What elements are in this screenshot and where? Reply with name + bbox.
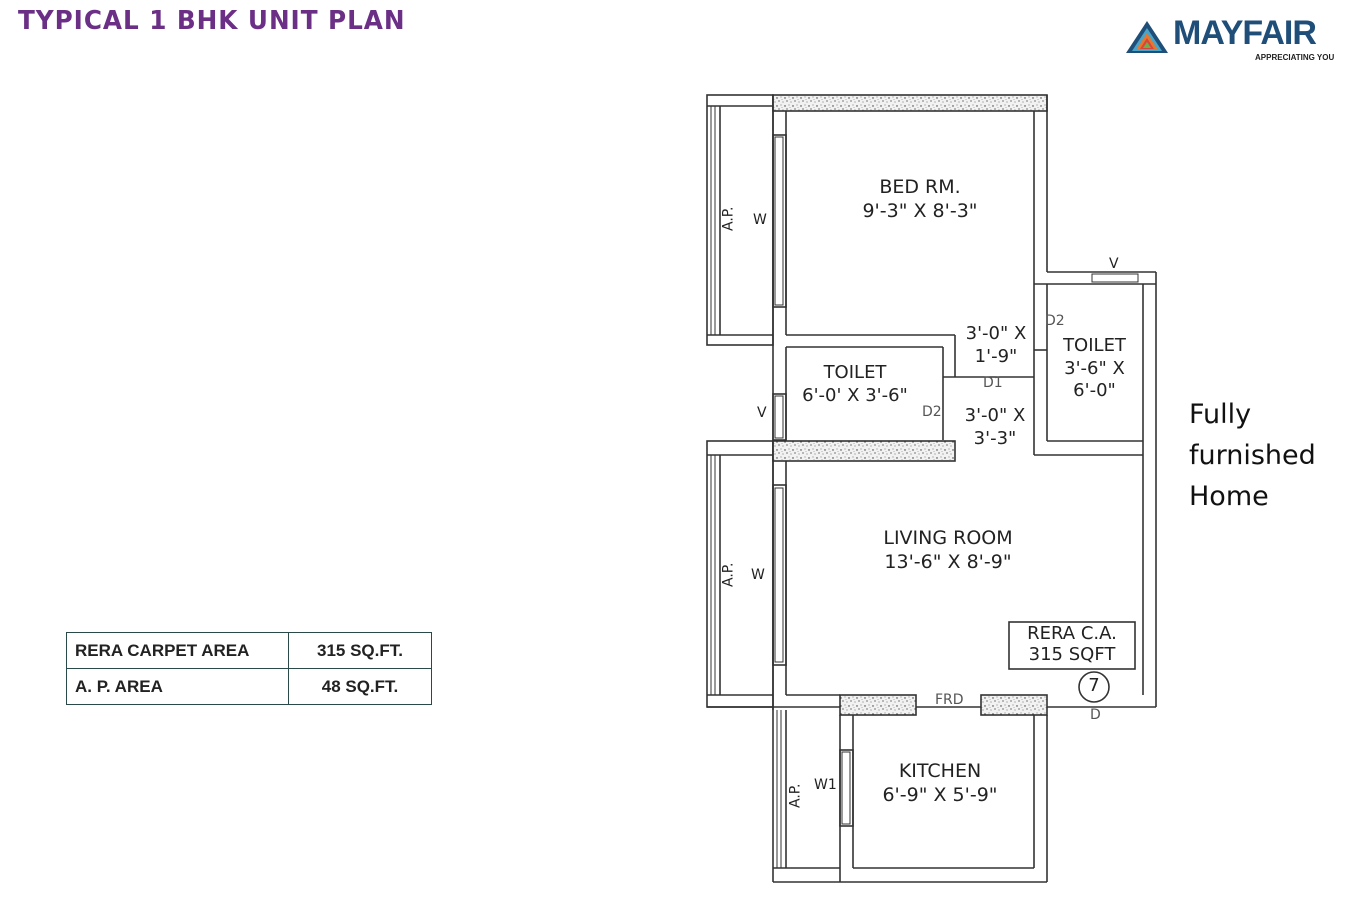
note-line3: Home	[1189, 481, 1269, 512]
living-room-size: 13'-6" X 8'-9"	[884, 550, 1012, 573]
kitchen-size: 6'-9" X 5'-9"	[882, 783, 998, 806]
table-row: RERA CARPET AREA 315 SQ.FT.	[66, 632, 432, 669]
kitchen-name: KITCHEN	[898, 760, 982, 782]
toilet-right-label: TOILET 3'-6" X 6'-0"	[1052, 335, 1137, 403]
toilet-left-name: TOILET	[823, 362, 887, 383]
passage-top-size1: 3'-0" X	[965, 323, 1027, 344]
triangle-logo-icon	[1126, 21, 1168, 53]
area-value: 48 SQ.FT.	[288, 668, 432, 705]
brand-name: MAYFAIR	[1173, 14, 1317, 52]
bedroom-label: BED RM. 9'-3" X 8'-3"	[830, 176, 1010, 224]
window-label-bottom: W	[751, 567, 765, 583]
furnished-note: Fully furnished Home	[1189, 394, 1316, 517]
window-label-top: W	[753, 212, 767, 228]
area-label: RERA CARPET AREA	[66, 632, 289, 669]
note-line2: furnished	[1189, 440, 1316, 471]
kitchen-label: KITCHEN 6'-9" X 5'-9"	[865, 760, 1015, 808]
rera-box-label: RERA C.A. 315 SQFT	[1009, 623, 1135, 665]
living-room-name: LIVING ROOM	[883, 527, 1013, 549]
note-line1: Fully	[1189, 399, 1252, 430]
page-title: TYPICAL 1 BHK UNIT PLAN	[18, 6, 406, 36]
living-room-label: LIVING ROOM 13'-6" X 8'-9"	[858, 527, 1038, 575]
passage-bottom-size1: 3'-0" X	[964, 405, 1026, 426]
brand-tagline: APPRECIATING YOU	[1255, 53, 1335, 62]
toilet-right-name: TOILET	[1063, 335, 1126, 356]
door-d2-right: D2	[1045, 313, 1065, 329]
passage-bottom-label: 3'-0" X 3'-3"	[955, 405, 1035, 450]
window-label-kitchen: W1	[814, 777, 837, 793]
ap-label-kitchen: A.P.	[787, 783, 804, 809]
ap-label-top: A.P.	[720, 206, 737, 232]
bedroom-name: BED RM.	[879, 176, 961, 198]
toilet-left-label: TOILET 6'-0' X 3'-6"	[795, 362, 915, 407]
toilet-left-size: 6'-0' X 3'-6"	[802, 384, 908, 406]
vent-label-right: V	[1109, 256, 1119, 272]
main-door-label: D	[1090, 707, 1101, 723]
toilet-right-size1: 3'-6" X	[1064, 357, 1125, 379]
ap-label-bottom: A.P.	[720, 562, 737, 588]
vent-label-left: V	[757, 405, 767, 421]
unit-number: 7	[1088, 675, 1100, 696]
passage-bottom-size2: 3'-3"	[973, 427, 1017, 449]
rera-box-line1: RERA C.A.	[1027, 623, 1117, 644]
table-row: A. P. AREA 48 SQ.FT.	[66, 668, 432, 705]
toilet-right-size2: 6'-0"	[1073, 380, 1116, 401]
area-label: A. P. AREA	[66, 668, 289, 705]
rera-box-line2: 315 SQFT	[1028, 644, 1116, 665]
passage-top-size2: 1'-9"	[974, 345, 1018, 367]
french-door-label: FRD	[935, 692, 964, 708]
mayfair-logo: MAYFAIR APPRECIATING YOU	[1125, 14, 1345, 66]
door-d1: D1	[983, 375, 1003, 391]
passage-top-label: 3'-0" X 1'-9"	[956, 323, 1036, 368]
area-table: RERA CARPET AREA 315 SQ.FT. A. P. AREA 4…	[66, 632, 432, 705]
door-d2-left: D2	[922, 404, 942, 420]
bedroom-size: 9'-3" X 8'-3"	[862, 199, 978, 222]
